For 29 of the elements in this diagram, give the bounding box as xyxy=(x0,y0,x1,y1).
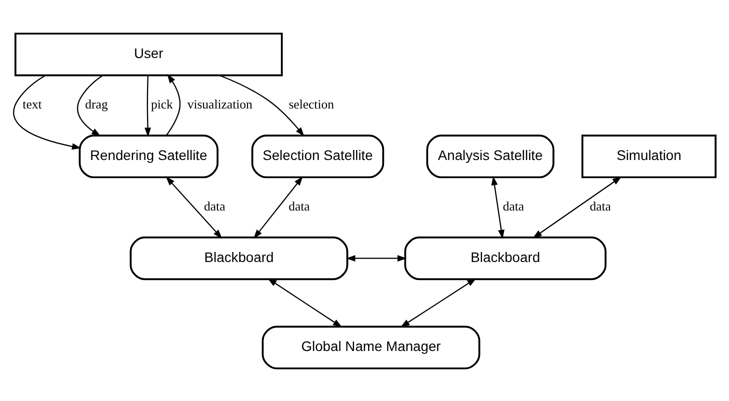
arrow xyxy=(166,176,222,238)
arrow xyxy=(532,176,622,238)
edge-label: drag xyxy=(85,97,108,112)
arrow xyxy=(267,278,342,327)
node-box: Global Name Manager xyxy=(262,325,480,369)
arrow xyxy=(166,73,181,136)
arrow xyxy=(77,74,104,136)
edge-label: data xyxy=(590,199,611,214)
arrow xyxy=(400,278,476,327)
arrow xyxy=(13,74,82,150)
node-box: Blackboard xyxy=(130,236,348,280)
edge-label: data xyxy=(204,199,226,214)
node-box: Rendering Satellite xyxy=(78,134,218,178)
arrow xyxy=(491,175,504,239)
edge-label: text xyxy=(22,97,42,112)
node-box: Simulation xyxy=(581,134,717,178)
edge-label: data xyxy=(288,199,310,214)
node-box: Analysis Satellite xyxy=(426,134,554,178)
arrow xyxy=(346,254,407,262)
edge-label: data xyxy=(502,199,524,214)
edge-label: selection xyxy=(288,97,334,112)
edge-label: pick xyxy=(150,97,173,112)
node-box: Selection Satellite xyxy=(251,134,384,178)
arrow xyxy=(144,75,152,136)
arrow xyxy=(219,74,304,136)
edge-label: visualization xyxy=(187,97,252,112)
node-box: User xyxy=(14,32,283,76)
arrow xyxy=(254,176,303,238)
node-box: Blackboard xyxy=(404,236,606,280)
